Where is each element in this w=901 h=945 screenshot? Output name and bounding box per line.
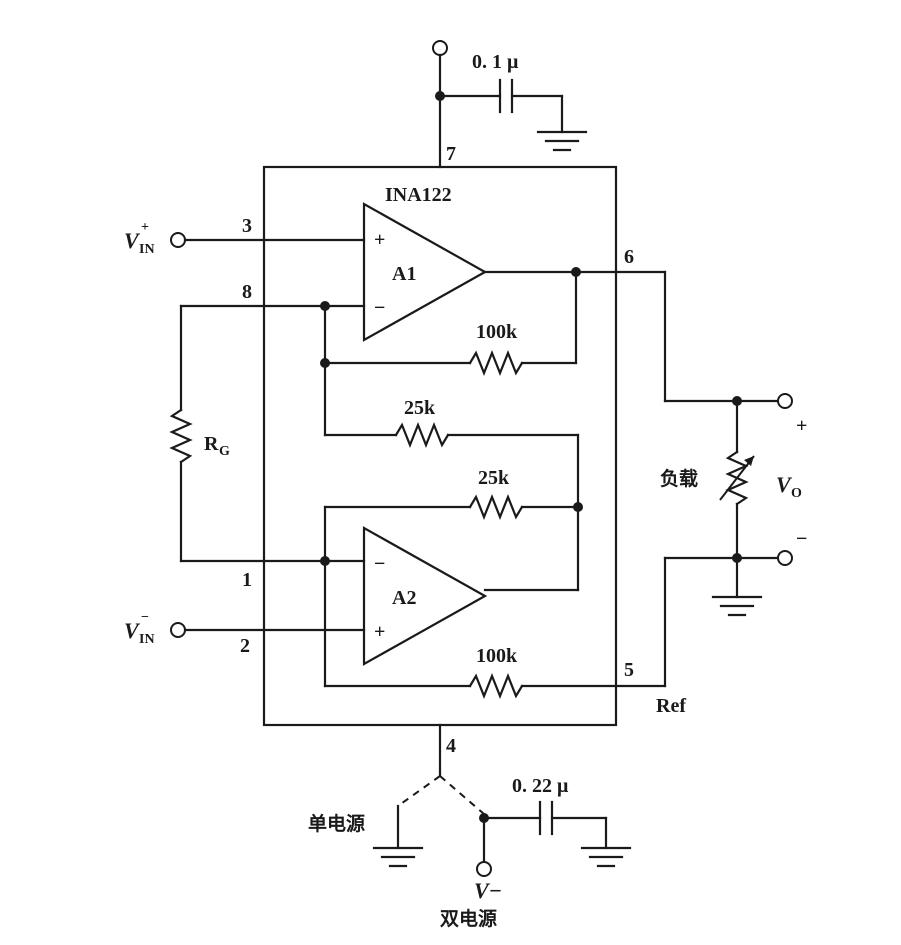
capacitor-top [498,78,514,114]
vo-v: V [776,472,793,497]
vin-plus-v: V [124,228,141,253]
rg-resistor-network: R G 8 1 [169,281,366,591]
resistor-100k-bottom [468,673,524,699]
pin-3-label: 3 [242,215,252,237]
internal-network: 100k 25k 25k 100k [320,267,667,699]
vo-minus-sign: − [796,528,807,550]
resistor-25k-b [468,494,524,520]
vin-minus-v: V [124,618,141,643]
top-supply: 0. 1 μ 7 [432,40,588,169]
pin-1-label: 1 [242,569,252,591]
ref-label: Ref [656,695,686,717]
dual-supply-label: 双电源 [440,907,497,930]
cap-bottom-label: 0. 22 μ [512,775,569,797]
pin-8-label: 8 [242,281,252,303]
r-25k-b-label: 25k [478,467,510,489]
chip-name: INA122 [385,184,452,206]
vin-minus-input: V IN − 2 [124,610,366,657]
vo-sub: O [791,486,802,501]
vin-minus-sub: IN [139,632,155,647]
vin-plus-terminal[interactable] [170,232,186,248]
r-100k-bottom-label: 100k [476,645,518,667]
pin-6-label: 6 [624,246,634,268]
vin-plus-input: V IN + 3 [124,215,366,257]
vin-plus-sub: IN [139,242,155,257]
a1-label: A1 [392,263,416,285]
vin-plus-sup: + [141,220,149,235]
pin-5-label: 5 [624,659,634,681]
vin-minus-terminal[interactable] [170,622,186,638]
a1-plus-sign: + [374,229,385,251]
single-supply-label: 单电源 [308,812,365,835]
load-label: 负载 [660,467,698,490]
a2-label: A2 [392,587,416,609]
ground-icon [580,846,632,868]
cap-top-label: 0. 1 μ [472,51,519,73]
a2-plus-sign: + [374,621,385,643]
vneg-terminal[interactable] [476,861,492,877]
opamp-a1: + − A1 [362,202,488,342]
r-25k-a-label: 25k [404,397,436,419]
bottom-supply: 4 单电源 V− 双电源 0. 22 μ [308,723,632,930]
pin-4-label: 4 [446,735,456,757]
opamp-a2: − + A2 [362,526,488,666]
vo-minus-terminal[interactable] [777,550,793,566]
a1-minus-sign: − [374,297,385,319]
rg-resistor [169,408,193,464]
pin-2-label: 2 [240,635,250,657]
ground-icon [372,846,424,868]
capacitor-bottom [538,800,554,836]
chip-body [262,165,618,727]
rg-label: R [204,433,219,455]
a2-minus-sign: − [374,553,385,575]
output-network: 6 + 负载 V O − 5 Ref [624,246,807,717]
ground-icon [536,130,588,152]
resistor-100k-top [468,350,524,376]
resistor-25k-a [394,422,450,448]
r-100k-top-label: 100k [476,321,518,343]
pin-7-label: 7 [446,143,456,165]
vin-minus-sup: − [141,610,149,625]
vo-plus-sign: + [796,415,807,437]
rg-sub: G [219,444,230,459]
vo-plus-terminal[interactable] [777,393,793,409]
ground-icon [711,595,763,617]
vneg-label: V− [474,878,502,903]
vplus-terminal[interactable] [432,40,448,56]
